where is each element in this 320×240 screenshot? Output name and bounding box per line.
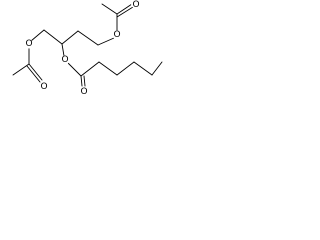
atom-label-o-ester-left: O [25, 39, 32, 49]
atom-label-o-ester-top-right: O [113, 30, 120, 40]
atom-label-o-carbonyl-left: O [40, 82, 47, 92]
bond-carbonyl-double-left-a [28, 63, 43, 81]
atom-label-o-carbonyl-middle: O [80, 87, 87, 97]
bond-carbonyl-double-middle-a [80, 75, 83, 87]
atom-o-ester-middle: O [60, 55, 70, 65]
molecule-diagram: O O O O O O [12, 0, 163, 97]
atom-o-carbonyl-middle: O [79, 87, 89, 97]
bond-carbonyl-double-middle-b [83, 75, 86, 87]
atom-o-carbonyl-left: O [39, 82, 49, 92]
atom-o-ester-top-right: O [112, 30, 122, 40]
bond-carbonyl-double-left-b [26, 65, 41, 83]
bond-chain-5 [151, 61, 163, 76]
bond-carbonyl-double-top-a [116, 3, 133, 15]
bond-chain-2 [98, 61, 118, 76]
bond-carbonyl-left-to-methyl [12, 63, 30, 76]
bond-chain-4 [133, 61, 153, 76]
atom-label-o-ester-middle: O [61, 55, 68, 65]
bond-ester-o-to-ch2-top [97, 37, 115, 46]
bond-ch-to-ch2-left [43, 29, 63, 45]
bond-chain-1 [80, 61, 100, 77]
atom-o-ester-left: O [24, 39, 34, 49]
bond-ester-o-middle-to-carbonyl [67, 62, 82, 77]
bond-ch2-to-ch [61, 30, 79, 45]
bond-ch2-top-to-ch2 [77, 30, 99, 46]
bond-methyl-to-carbonyl-top [101, 3, 118, 15]
bond-ch-to-ester-o-middle [61, 43, 65, 57]
atom-o-carbonyl-top-right: O [131, 0, 140, 10]
atom-label-o-carbonyl-top-right: O [132, 0, 139, 10]
bond-chain-3 [116, 61, 135, 76]
bond-carbonyl-double-top-b [116, 6, 134, 18]
bond-ch2-left-to-ester-o-left [30, 29, 45, 42]
